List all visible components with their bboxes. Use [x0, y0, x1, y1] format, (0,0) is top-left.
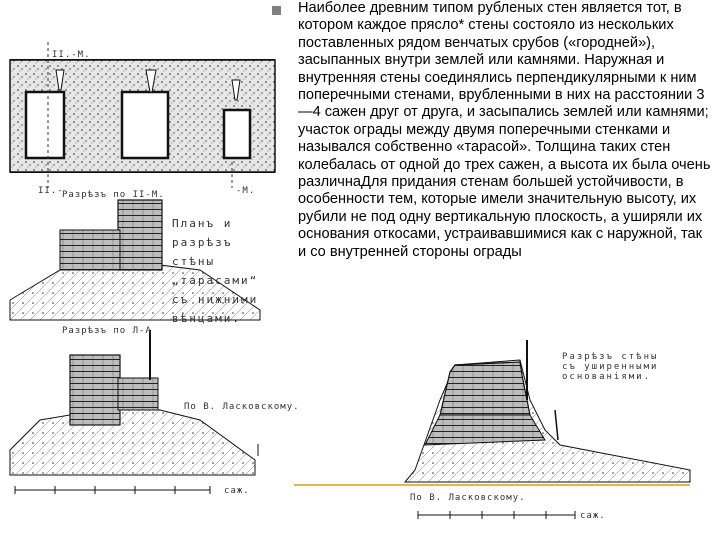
section-view-2 [9, 330, 259, 494]
section3-note: По В. Ласковскому. [410, 493, 526, 503]
section3-caption: Разрѣзъ стѣны съ уширенными основаніями. [562, 352, 659, 382]
figure-title-caption: Планъ и разрѣзъ стѣны „тарасами“ съ нижн… [172, 217, 259, 325]
bullet-marker [272, 6, 281, 15]
plan-bottom-left-label: II.- [38, 186, 64, 196]
plan-top-label: II.-M. [52, 50, 91, 60]
scale-left-unit: саж. [224, 486, 250, 496]
divider-line [294, 484, 690, 486]
section1-label: Разрѣзъ по II-M. [62, 190, 165, 200]
section2-label: Разрѣзъ по Л-А [62, 326, 152, 336]
plan-view [9, 42, 276, 188]
section-view-3 [403, 340, 691, 519]
bullet-text: Наиболее древним типом рубленых стен явл… [298, 0, 711, 260]
plan-bottom-right-label: -M. [236, 186, 256, 196]
scale-right-unit: саж. [580, 511, 606, 521]
section-view-1 [9, 199, 261, 321]
section2-note: По В. Ласковскому. [184, 402, 300, 412]
